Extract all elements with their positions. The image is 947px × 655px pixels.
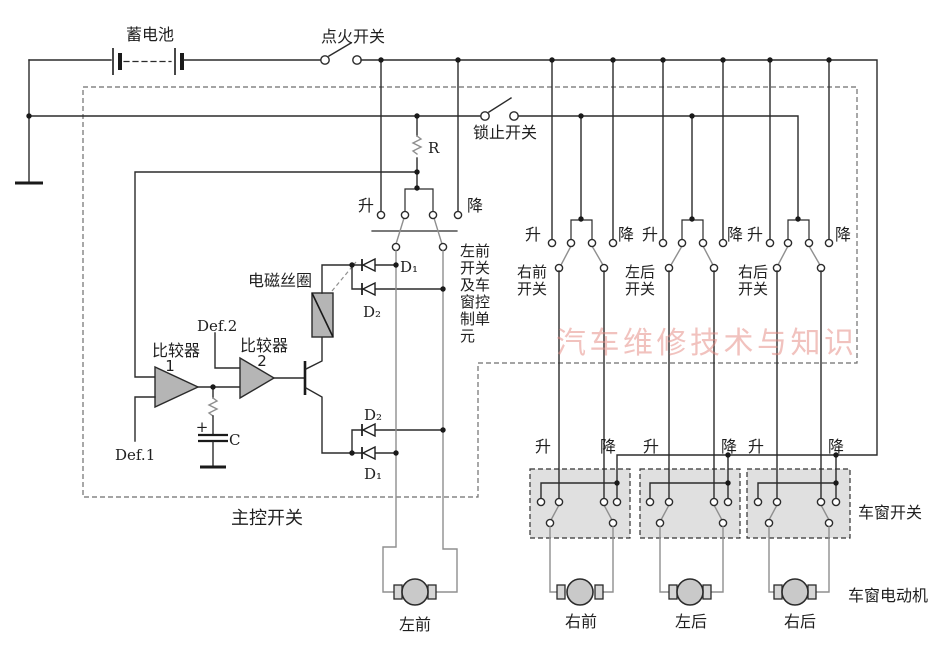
group-label-left-rear: 左后 开关 (625, 263, 655, 298)
comparator-2 (214, 332, 306, 400)
capacitor-plus: + (196, 418, 209, 436)
g3-up-label: 升 (747, 225, 763, 244)
lower-diode-pair (351, 422, 441, 461)
g1-up-label: 升 (525, 225, 541, 244)
feedback-wire (134, 171, 418, 378)
master-switch-group-right-front (547, 59, 618, 499)
window-switch-left-rear (645, 454, 733, 593)
motor-left-front (393, 578, 437, 606)
g2-down-label: 降 (727, 225, 743, 244)
ignition-switch-label: 点火开关 (321, 27, 385, 46)
lock-switch (480, 97, 519, 121)
solenoid-coil (311, 261, 357, 338)
left-front-motor-wiring (382, 250, 458, 593)
svg-text:开关: 开关 (460, 259, 490, 277)
svg-text:制单: 制单 (460, 310, 490, 328)
motor-label-right-front: 右前 (565, 612, 597, 631)
diode-d1-upper (361, 257, 376, 273)
svg-text:开关: 开关 (738, 280, 768, 298)
left-front-master-switch (371, 59, 463, 252)
capacitor-label: C (229, 431, 240, 449)
resistor-r (411, 115, 423, 190)
svg-text:开关: 开关 (517, 280, 547, 298)
resistor-label: R (428, 139, 440, 157)
svg-text:开关: 开关 (625, 280, 655, 298)
lock-switch-line (28, 115, 799, 221)
def1-label: Def.1 (115, 446, 155, 464)
g3-down-label: 降 (835, 225, 851, 244)
window-switch-label: 车窗开关 (858, 503, 922, 522)
group-label-right-rear: 右后 开关 (738, 263, 768, 298)
motor-left-rear (668, 578, 712, 606)
b3-down-label: 降 (828, 437, 844, 456)
b1-down-label: 降 (600, 437, 616, 456)
lf-unit-label: 左前 开关 及车 窗控 制单 元 (460, 242, 490, 345)
def2-label: Def.2 (197, 317, 237, 335)
motor-label-left-front: 左前 (399, 615, 431, 634)
lf-up-label: 升 (358, 196, 374, 215)
d2-upper-label: D₂ (363, 303, 381, 321)
motor-label-left-rear: 左后 (675, 612, 707, 631)
upper-diode-pair (321, 257, 441, 297)
comparator1-label: 比较器 (152, 341, 200, 360)
junction-dots (26, 57, 839, 486)
supply-bus (360, 59, 878, 484)
solenoid-label: 电磁丝圈 (248, 271, 312, 290)
b3-up-label: 升 (748, 437, 764, 456)
motor-right-front (556, 578, 604, 606)
battery-label: 蓄电池 (126, 25, 174, 44)
g2-up-label: 升 (642, 225, 658, 244)
g1-down-label: 降 (618, 225, 634, 244)
d1-upper-label: D₁ (400, 258, 418, 276)
lf-down-label: 降 (467, 196, 483, 215)
window-motor-label: 车窗电动机 (848, 586, 928, 605)
b2-up-label: 升 (643, 437, 659, 456)
diode-d1-lower (361, 445, 376, 461)
comparator-1 (134, 365, 241, 442)
master-switch-group-right-rear (765, 59, 834, 499)
svg-text:左后: 左后 (625, 263, 655, 281)
svg-text:左前: 左前 (460, 242, 490, 260)
svg-text:右前: 右前 (517, 263, 547, 281)
b2-down-label: 降 (721, 437, 737, 456)
master-switch-group-left-rear (658, 59, 728, 499)
svg-text:元: 元 (460, 327, 475, 345)
diode-d2-upper (361, 281, 376, 297)
comparator1-number: 1 (165, 357, 175, 375)
master-switch-label: 主控开关 (231, 508, 303, 529)
transistor (303, 336, 363, 454)
group-label-right-front: 右前 开关 (517, 263, 547, 298)
window-switch-right-rear (753, 454, 841, 593)
ignition-switch (320, 42, 362, 65)
watermark-text: 汽车维修技术与知识 (556, 326, 858, 361)
d1-lower-label: D₁ (364, 465, 382, 483)
d2-lower-label: D₂ (364, 406, 382, 424)
motor-label-right-rear: 右后 (784, 612, 816, 631)
comparator2-label: 比较器 (240, 336, 288, 355)
b1-up-label: 升 (535, 437, 551, 456)
labels: 蓄电池 点火开关 锁止开关 R 升 降 D₁ D₂ D₂ D₁ 电磁丝圈 比较器… (115, 25, 928, 634)
battery-symbol (28, 48, 322, 75)
diode-d2-lower (361, 422, 376, 438)
motor-right-rear (773, 578, 817, 606)
comparator2-number: 2 (257, 352, 267, 370)
window-switch-boxes (529, 468, 851, 539)
ground-symbol (15, 59, 43, 185)
svg-text:窗控: 窗控 (460, 293, 490, 311)
svg-text:及车: 及车 (460, 276, 490, 294)
lock-switch-label: 锁止开关 (473, 123, 537, 142)
svg-text:右后: 右后 (738, 263, 768, 281)
master-control-unit-outline (82, 86, 858, 498)
